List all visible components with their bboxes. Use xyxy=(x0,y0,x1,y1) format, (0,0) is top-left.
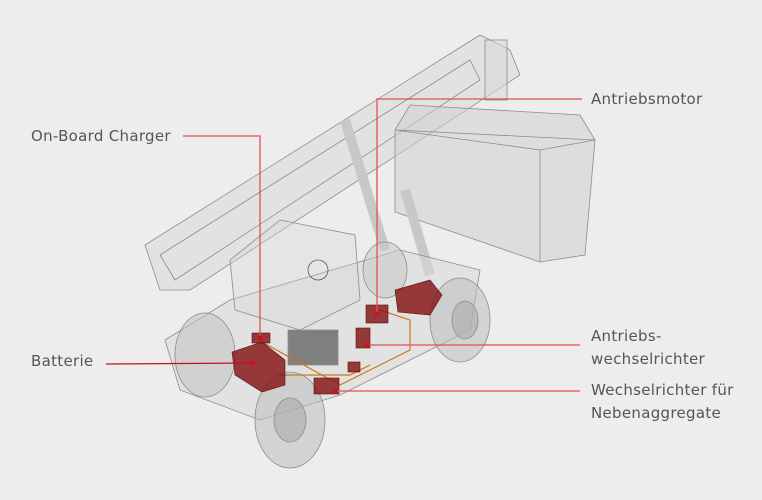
label-line: Wechselrichter für xyxy=(591,381,734,399)
label-batterie: Batterie xyxy=(31,352,94,370)
wheel-rear-right xyxy=(362,241,408,299)
leader-charger xyxy=(183,135,261,338)
leader-motor xyxy=(376,98,582,314)
label-on-board-charger: On-Board Charger xyxy=(31,127,171,145)
drive-motor-component xyxy=(394,279,443,316)
label-antriebswechselrichter: Antriebs- wechselrichter xyxy=(591,326,705,369)
wiring xyxy=(261,309,411,386)
spreader-arm xyxy=(484,39,508,101)
container xyxy=(394,104,596,263)
label-line: Nebenaggregate xyxy=(591,404,722,422)
cab xyxy=(229,219,361,331)
leader-lines xyxy=(105,98,582,392)
label-wechselrichter-nebenaggregate: Wechselrichter für Nebenaggregate xyxy=(591,380,734,423)
label-line: Antriebs- xyxy=(591,327,662,345)
leader-battery xyxy=(105,362,253,365)
label-antriebsmotor: Antriebsmotor xyxy=(591,90,703,108)
label-line: wechselrichter xyxy=(591,350,706,368)
vehicle-wireframe xyxy=(144,34,596,469)
electrical-components xyxy=(231,279,443,395)
wheel-rear-left xyxy=(174,312,236,398)
leader-dots xyxy=(249,311,380,394)
